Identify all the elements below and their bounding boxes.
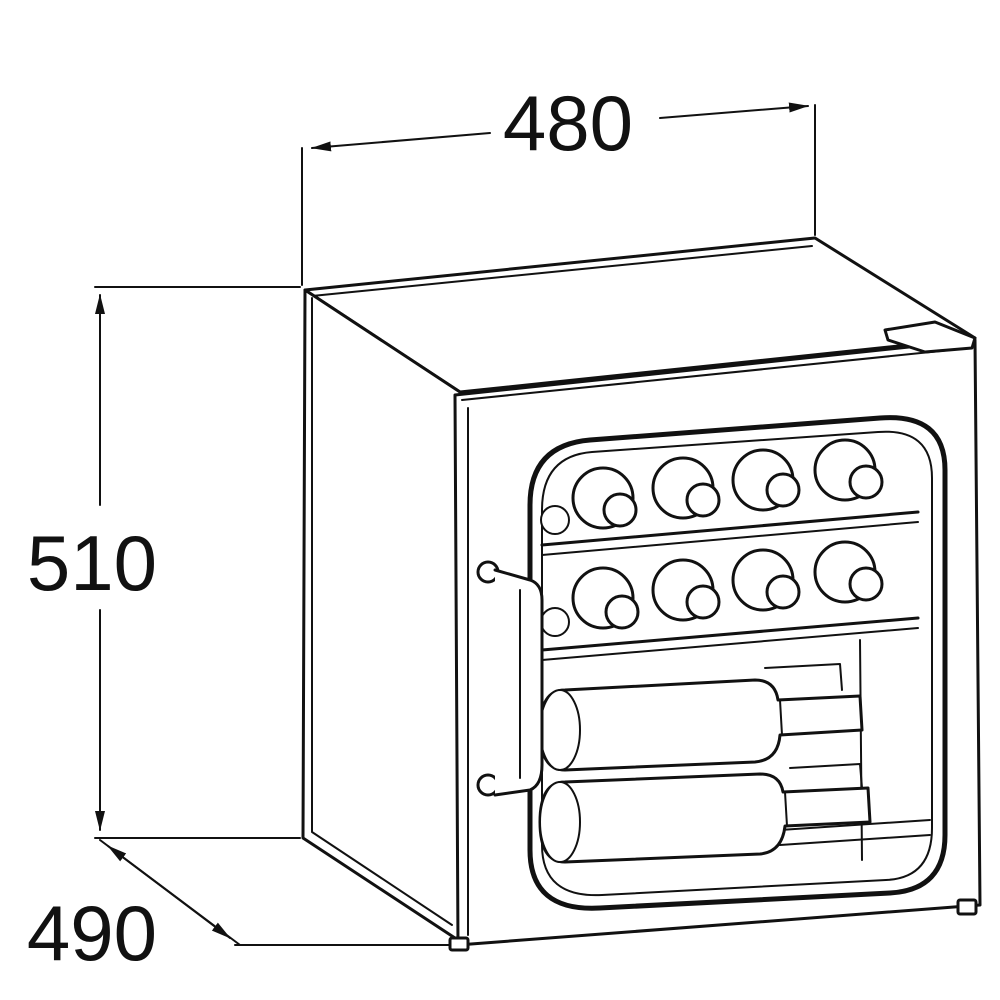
bottles-row-1	[540, 438, 884, 535]
cabinet-side-inner	[311, 297, 453, 926]
width-dimension: 480	[301, 79, 816, 286]
shelf-1-edge	[541, 521, 919, 556]
bottles-row-2	[540, 540, 884, 637]
height-dimension: 510	[27, 286, 301, 839]
door-top-edge	[461, 347, 971, 401]
top-hinge	[883, 320, 977, 354]
bottle-end	[731, 548, 801, 612]
width-label: 480	[503, 79, 633, 167]
bottle-lying-2	[538, 772, 872, 864]
window-inner-frame	[541, 430, 933, 897]
depth-label: 490	[27, 889, 157, 977]
foot-left	[448, 936, 470, 952]
bottle-end	[651, 558, 721, 622]
bottle-end	[651, 456, 721, 520]
handle-bar	[493, 568, 544, 797]
bottle-end-partial	[540, 505, 570, 535]
bottle-end	[813, 540, 884, 604]
width-arrow-left	[311, 132, 491, 152]
bottle-end-partial	[540, 607, 570, 637]
bottle-end	[813, 438, 884, 502]
shelves	[540, 510, 931, 861]
shelf-1	[540, 510, 920, 547]
depth-dimension: 490	[27, 839, 461, 977]
shelf-2	[540, 616, 920, 652]
bottle-end	[571, 466, 638, 530]
cabinet-top-edge	[311, 245, 813, 297]
door-handle	[476, 560, 544, 797]
depth-arrow	[107, 845, 231, 939]
floor-rack	[779, 834, 931, 846]
bottle-end	[571, 566, 640, 630]
floor-rack-2	[779, 819, 931, 831]
bottle-lying-back	[764, 663, 843, 691]
shelf-2-edge	[541, 627, 919, 661]
bottle-end	[731, 448, 801, 512]
height-label: 510	[27, 519, 157, 607]
foot-right	[956, 898, 978, 916]
width-arrow-right	[659, 102, 809, 119]
bottle-lying-back-2	[789, 763, 863, 789]
